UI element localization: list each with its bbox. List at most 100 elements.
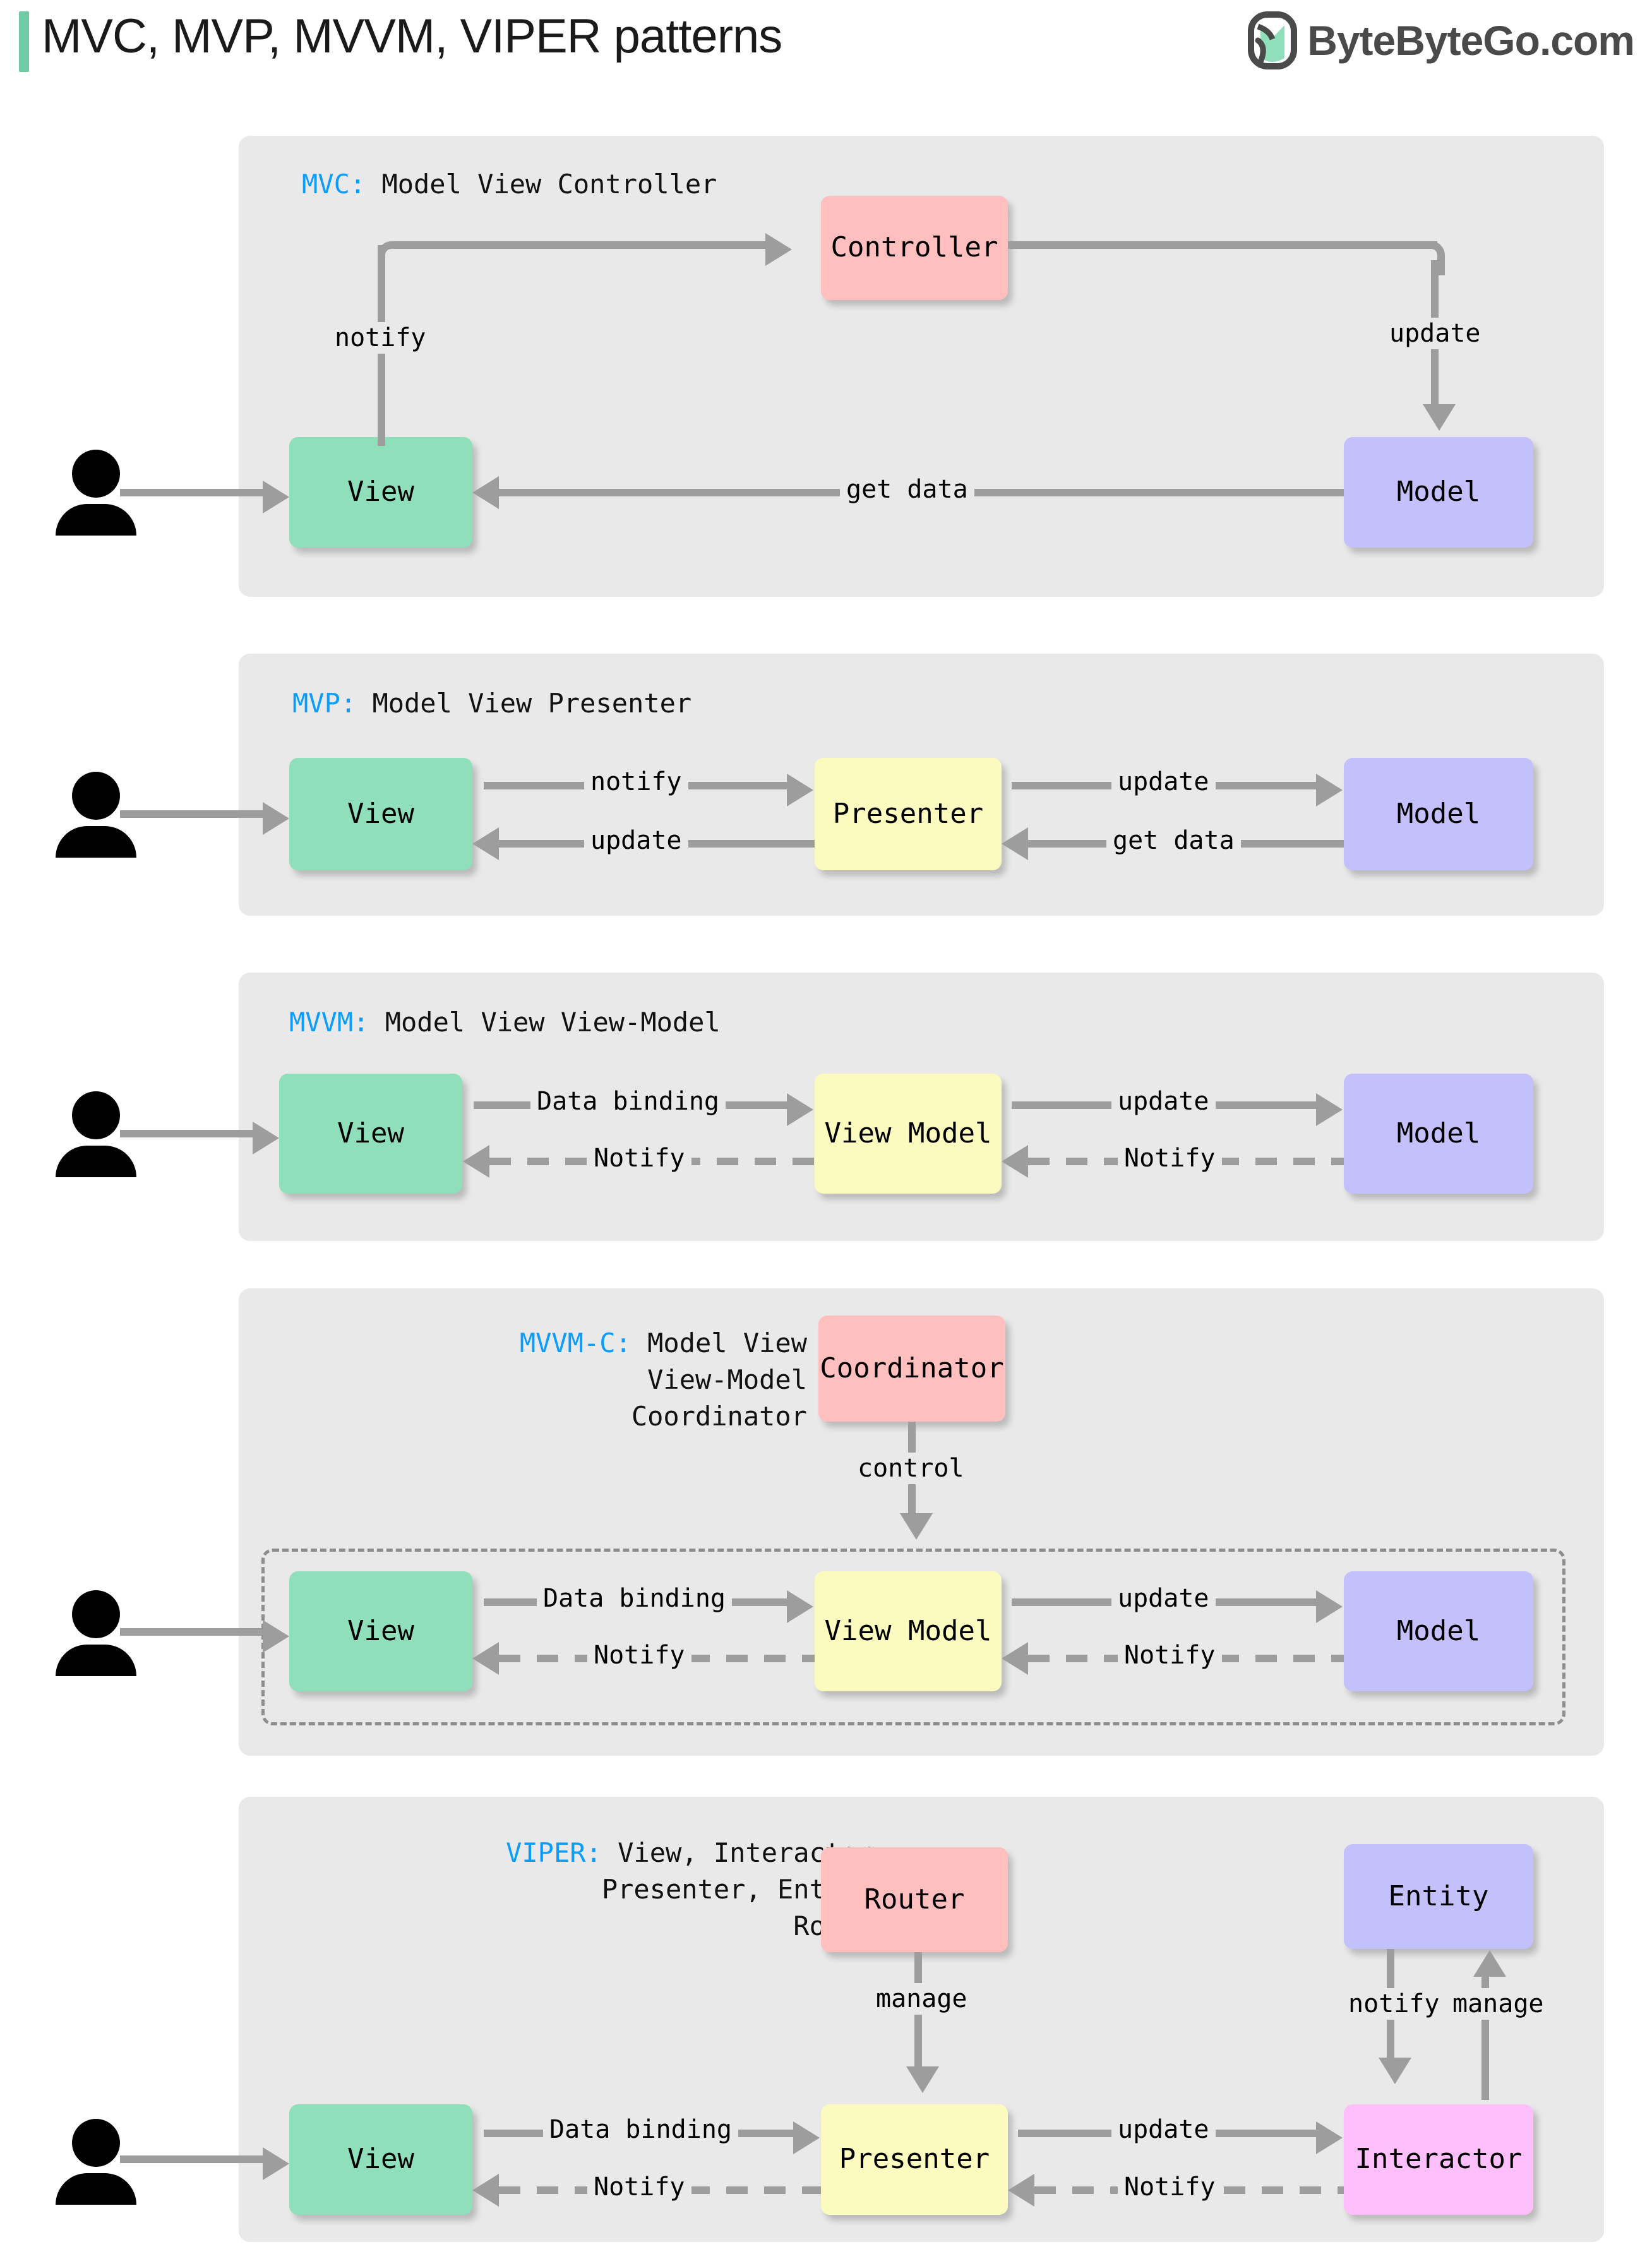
section-key-mvc: MVC:: [302, 169, 366, 200]
user-head: [72, 772, 120, 820]
node-view-mvc-box[interactable]: View: [289, 437, 472, 548]
section-subtitle-mvvm-c-2: View-Model: [647, 1364, 807, 1395]
user-icon-mvc: [56, 450, 136, 536]
node-model-mvvm-c[interactable]: Model: [1344, 1571, 1533, 1691]
arrowhead-model-mvvm-c: [1316, 1590, 1343, 1623]
arrowhead-user-view-mvp: [263, 802, 289, 835]
node-view-mvvm-c[interactable]: View: [289, 1571, 472, 1691]
edge-label-databinding-viper: Data binding: [543, 2114, 738, 2145]
edge-label-notify-mvc: notify: [328, 322, 433, 354]
arrowhead-viewmodel-notify-mvvm: [1002, 1145, 1028, 1178]
section-title-viper: VIPER: View, Interactor, Presenter, Enti…: [251, 1835, 889, 1945]
arrowhead-model-mvc: [1423, 404, 1456, 431]
edge-label-update-mvp: update: [1111, 766, 1216, 798]
edge-label-databinding-mvvm-c: Data binding: [537, 1583, 732, 1614]
edge-to-controller-mvc: [400, 241, 768, 249]
title-accent-bar: [19, 11, 29, 72]
section-subtitle-mvvm-c-3: Coordinator: [631, 1401, 807, 1432]
user-icon-mvp: [56, 772, 136, 858]
edge-label-update-mvvm: update: [1111, 1086, 1216, 1117]
section-subtitle-mvvm: Model View View-Model: [385, 1007, 721, 1038]
node-controller[interactable]: Controller: [821, 196, 1008, 300]
section-title-mvp: MVP: Model View Presenter: [292, 685, 772, 722]
edge-label-getdata-mvc: get data: [840, 474, 974, 505]
arrowhead-viewmodel-notify-mvvm-c: [1002, 1642, 1028, 1675]
arrowhead-user-view-mvvm-c: [263, 1620, 289, 1653]
edge-label-notify-right-mvvm-c: Notify: [1118, 1640, 1222, 1671]
edge-label-control: control: [851, 1453, 971, 1484]
edge-label-notify-left-viper: Notify: [587, 2171, 691, 2203]
user-icon-mvvm-c: [56, 1590, 136, 1676]
user-body: [56, 2173, 136, 2205]
node-model-mvp[interactable]: Model: [1344, 758, 1533, 870]
edge-label-update-back-mvp: update: [584, 825, 688, 856]
edge-user-view-mvvm-c: [120, 1628, 264, 1636]
edge-label-manage-entity: manage: [1446, 1988, 1550, 2020]
section-subtitle-mvvm-c-1: Model View: [647, 1328, 807, 1358]
section-subtitle-mvp: Model View Presenter: [372, 688, 692, 719]
brand-name: ByteByteGo.com: [1307, 17, 1635, 64]
bytebytego-logo-icon: [1248, 11, 1298, 69]
arrowhead-user-view-mvc: [263, 481, 289, 513]
section-title-mvvm: MVVM: Model View View-Model: [289, 1004, 832, 1041]
arrowhead-manage-entity: [1473, 1950, 1506, 1977]
section-key-mvvm-c: MVVM-C:: [519, 1328, 631, 1358]
edge-user-view-mvp: [120, 810, 264, 818]
edge-user-view-viper: [120, 2155, 264, 2163]
brand: ByteByteGo.com: [1248, 11, 1635, 69]
edge-label-notify-left-mvvm-c: Notify: [587, 1640, 691, 1671]
arrowhead-user-view-viper: [263, 2147, 289, 2180]
arrowhead-controller-mvc: [765, 233, 792, 266]
node-presenter-viper[interactable]: Presenter: [821, 2104, 1008, 2215]
node-view-viper[interactable]: View: [289, 2104, 472, 2215]
node-router[interactable]: Router: [821, 1847, 1008, 1952]
arrowhead-model-mvp: [1316, 774, 1343, 806]
arrowhead-interactor-viper: [1316, 2121, 1343, 2154]
user-icon-mvvm: [56, 1091, 136, 1177]
section-title-mvvm-c: MVVM-C: Model View View-Model Coordinato…: [270, 1325, 807, 1435]
arrowhead-notify-entity: [1379, 2058, 1411, 2084]
arrowhead-model-mvvm: [1316, 1093, 1343, 1126]
node-coordinator[interactable]: Coordinator: [818, 1316, 1005, 1422]
section-title-mvc: MVC: Model View Controller: [302, 166, 744, 203]
edge-controller-right-mvc: [1008, 241, 1437, 249]
arrowhead-view-notify-viper: [472, 2174, 499, 2207]
user-head: [72, 2119, 120, 2167]
arrowhead-presenter-mvp: [787, 774, 813, 806]
edge-label-update-mvc: update: [1383, 318, 1487, 349]
user-head: [72, 1590, 120, 1638]
arrowhead-view-getdata-mvc: [472, 476, 499, 509]
user-head: [72, 1091, 120, 1139]
arrowhead-presenter-viper: [793, 2121, 820, 2154]
node-presenter-mvp[interactable]: Presenter: [815, 758, 1002, 870]
user-head: [72, 450, 120, 498]
edge-user-view-mvc: [120, 489, 264, 496]
node-view-model-mvvm[interactable]: View Model: [815, 1074, 1002, 1194]
node-model-mvvm[interactable]: Model: [1344, 1074, 1533, 1194]
arrowhead-view-update-mvp: [472, 827, 499, 860]
arrowhead-presenter-notify-viper: [1008, 2174, 1034, 2207]
section-key-viper: VIPER:: [506, 1837, 602, 1868]
node-view-model-mvvm-c[interactable]: View Model: [815, 1571, 1002, 1691]
user-body: [56, 826, 136, 858]
page-header: MVC, MVP, MVVM, VIPER patterns ByteByteG…: [0, 0, 1652, 95]
user-body: [56, 1146, 136, 1177]
edge-label-notify-mvp: notify: [584, 766, 688, 798]
arrowhead-view-notify-mvvm-c: [472, 1642, 499, 1675]
edge-label-manage-router: manage: [870, 1983, 974, 2015]
edge-elbow-controller-model: [1411, 241, 1445, 275]
section-subtitle-mvc: Model View Controller: [381, 169, 717, 200]
node-interactor[interactable]: Interactor: [1344, 2104, 1533, 2215]
section-key-mvvm: MVVM:: [289, 1007, 369, 1038]
page-title: MVC, MVP, MVVM, VIPER patterns: [42, 9, 782, 63]
edge-label-databinding-mvvm: Data binding: [530, 1086, 726, 1117]
user-body: [56, 504, 136, 536]
node-view-mvvm[interactable]: View: [279, 1074, 462, 1194]
section-key-mvp: MVP:: [292, 688, 357, 719]
edge-label-update-viper: update: [1111, 2114, 1216, 2145]
node-view-mvp[interactable]: View: [289, 758, 472, 870]
node-entity[interactable]: Entity: [1344, 1844, 1533, 1949]
edge-label-notify-right-mvvm: Notify: [1118, 1142, 1222, 1174]
arrowhead-presenter-getdata-mvp: [1002, 827, 1028, 860]
node-model-mvc[interactable]: Model: [1344, 437, 1533, 548]
